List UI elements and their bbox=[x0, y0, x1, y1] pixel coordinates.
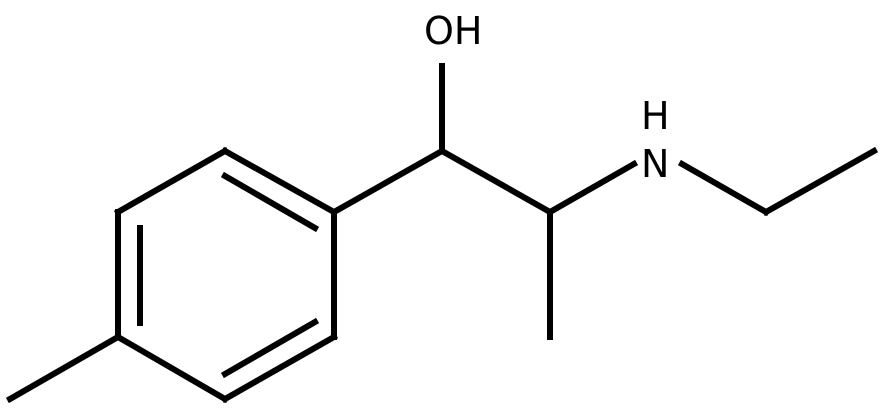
hydroxyl-label: OH bbox=[424, 9, 482, 53]
ring-bond-bottom-left bbox=[113, 332, 230, 404]
ring-bond-bottom-right bbox=[220, 332, 339, 404]
ring-methyl-bond bbox=[5, 332, 123, 404]
nitrogen-to-ethyl-bond bbox=[677, 159, 771, 217]
benzene-ring bbox=[113, 146, 339, 404]
alpha-carbon-to-nitrogen-bond bbox=[545, 159, 639, 217]
carbinol-to-alpha-carbon-bond bbox=[437, 146, 555, 217]
amine-hydrogen-label: H bbox=[641, 94, 670, 138]
ethyl-methyl-bond bbox=[761, 146, 879, 217]
amine-nitrogen-label: N bbox=[641, 142, 669, 186]
ring-bond-top-left bbox=[113, 146, 230, 217]
ring-inner-double-bond-top bbox=[220, 171, 320, 233]
ring-inner-double-bond-bottom bbox=[220, 317, 320, 379]
ring-to-carbinol-bond bbox=[329, 146, 447, 217]
ring-bond-top-right bbox=[220, 146, 339, 217]
